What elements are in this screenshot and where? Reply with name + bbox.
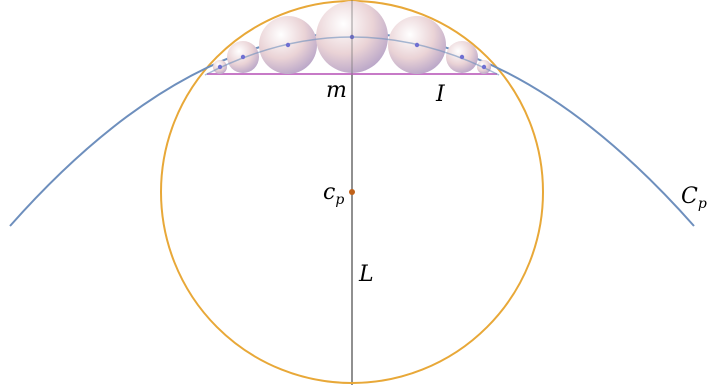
label-cp: cp <box>323 180 344 208</box>
sphere-center-dot <box>217 64 223 70</box>
center-point <box>349 189 355 195</box>
sphere-centers <box>217 34 487 70</box>
label-C: C <box>681 184 698 209</box>
sphere-center-dot <box>285 42 291 48</box>
label-Cp: Cp <box>681 184 707 212</box>
sphere-center-dot <box>414 42 420 48</box>
label-I: I <box>435 82 446 107</box>
label-m: m <box>326 78 347 103</box>
sphere-center-dot <box>240 54 246 60</box>
label-L: L <box>358 262 374 287</box>
label-c-sub: p <box>335 192 344 208</box>
sphere-center-dot <box>459 54 465 60</box>
sphere-center-dot <box>481 64 487 70</box>
label-C-sub: p <box>698 196 707 212</box>
label-c: c <box>323 180 335 205</box>
